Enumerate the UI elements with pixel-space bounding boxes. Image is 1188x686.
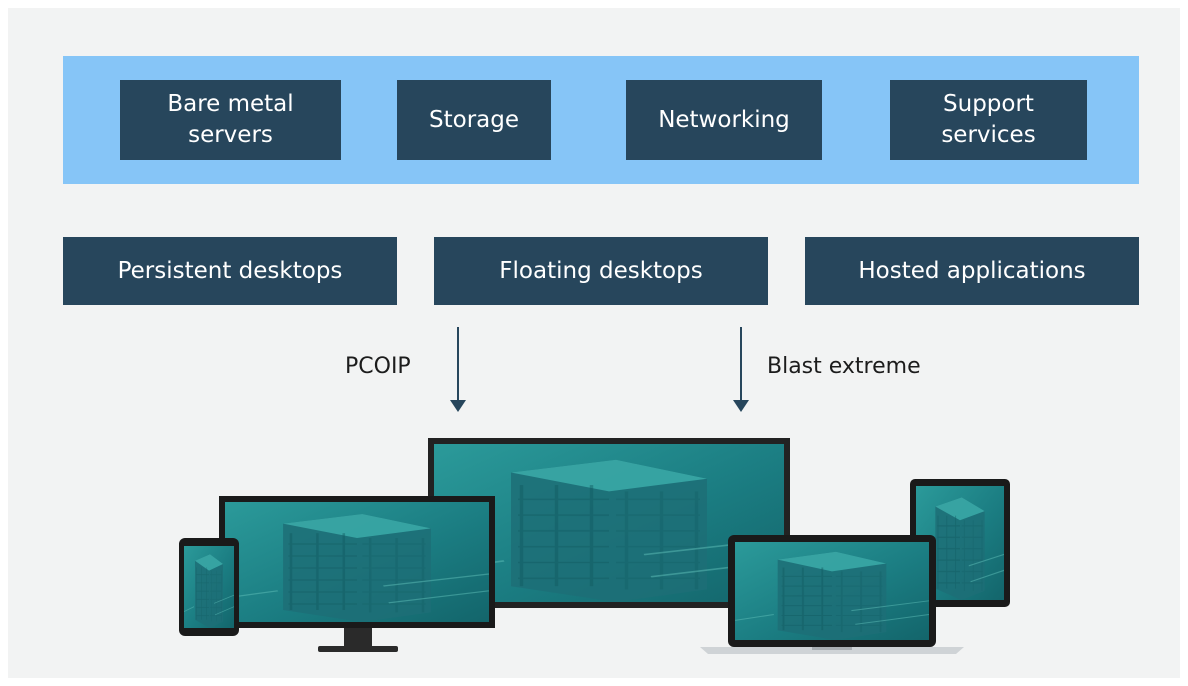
blast-extreme-arrow-icon	[733, 327, 749, 412]
floating-desktops-box: Floating desktops	[434, 237, 768, 305]
pcoip-label: PCOIP	[345, 354, 411, 379]
monitor-icon	[219, 496, 495, 652]
support-services-box: Support services	[890, 80, 1087, 160]
networking-box: Networking	[626, 80, 822, 160]
storage-box: Storage	[397, 80, 551, 160]
laptop-icon	[700, 535, 964, 654]
persistent-desktops-box: Persistent desktops	[63, 237, 397, 305]
hosted-applications-box: Hosted applications	[805, 237, 1139, 305]
phone-icon	[179, 538, 239, 636]
blast-extreme-label: Blast extreme	[767, 354, 921, 379]
pcoip-arrow-icon	[450, 327, 466, 412]
bare-metal-servers-box: Bare metal servers	[120, 80, 341, 160]
